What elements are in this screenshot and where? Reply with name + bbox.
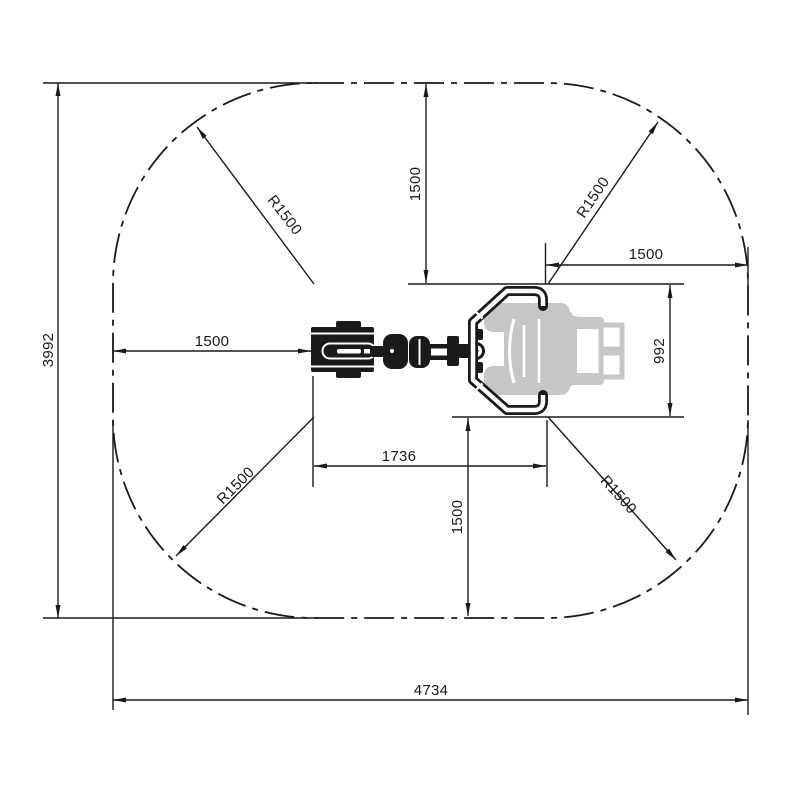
dim-overall-height-label: 3992 [40,333,57,368]
safety-zone-outline [112,82,749,619]
radius-bottom-right-line [547,416,677,561]
plate-slot-bar [337,349,361,354]
crank-tube-core [431,348,450,356]
anchor-plate-tab-top [336,321,361,328]
dimension-lines [55,83,748,703]
dim-frame-depth-label: 992 [651,338,668,364]
frame-joint-mark-top [472,308,484,320]
radius-bottom-left-label: R1500 [214,464,258,508]
radius-bottom-right-label: R1500 [597,472,640,517]
wheelchair-silhouette [484,303,625,395]
frame-tube-core [470,288,546,413]
dim-equipment-length-label: 1736 [382,448,417,465]
wheelchair-frame-tube [468,286,548,415]
mount-hub [459,344,469,358]
wheelchair-hub-bottom [559,369,573,387]
wheelchair-hub-top [559,312,573,330]
dim-overall-width-label: 4734 [414,682,449,699]
pedal-left-pivot [390,349,394,353]
wheelchair-footplate-top [598,322,625,352]
wheelchair-seat-edge-curve [508,318,516,384]
anchor-plate-tab-bottom [336,371,361,378]
frame-joint-mark-bottom [472,382,484,394]
mount-plate [447,336,459,366]
dim-clearance-bottom-label: 1500 [449,500,466,535]
extension-lines [43,82,749,715]
wheelchair-axle-bar [570,316,577,385]
radius-bottom-left-line [175,416,315,557]
wheelchair-frame-arm-top [570,317,604,329]
radius-top-right-line [547,121,659,285]
crank-shaft-left [372,346,384,357]
equipment-assembly [311,321,485,378]
pedal-left [383,334,408,369]
wheelchair-frame-arm-bottom [570,373,604,385]
radius-top-left-line [196,126,315,285]
wheelchair-footplate-bottom [598,350,625,380]
plate-slot-dash [364,349,370,354]
dim-clearance-left-label: 1500 [195,333,230,350]
dim-clearance-right-label: 1500 [629,246,664,263]
dim-clearance-top-label: 1500 [407,167,424,202]
radius-top-left-label: R1500 [264,192,306,238]
